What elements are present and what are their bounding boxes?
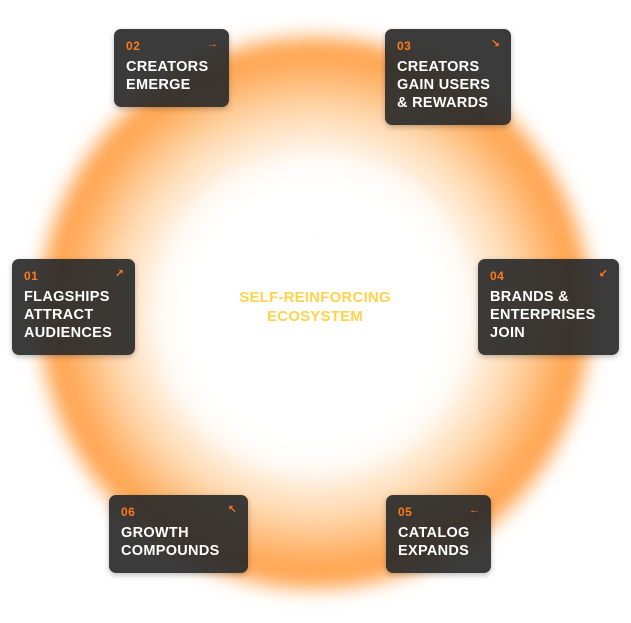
step-label: CREATORS GAIN USERS & REWARDS <box>397 58 499 112</box>
arrow-down-right-icon: ↘ <box>490 38 500 50</box>
white-center-glow <box>150 150 480 480</box>
center-title-line-2: ECOSYSTEM <box>267 308 363 325</box>
step-number: 02 <box>126 39 141 53</box>
step-label-line: GAIN USERS <box>397 77 491 93</box>
step-label-line: JOIN <box>490 325 526 341</box>
step-card-01: 01 ↗ FLAGSHIPS ATTRACT AUDIENCES <box>12 259 135 355</box>
step-number: 06 <box>121 505 136 519</box>
step-number: 05 <box>398 505 413 519</box>
step-label: BRANDS & ENTERPRISES JOIN <box>490 288 607 342</box>
step-label-line: BRANDS & <box>490 289 569 305</box>
step-label-line: AUDIENCES <box>24 325 113 341</box>
arrow-down-left-icon: ↙ <box>598 268 608 280</box>
arrow-right-icon: → <box>207 38 218 50</box>
step-label: GROWTH COMPOUNDS <box>121 524 236 560</box>
step-card-02: 02 → CREATORS EMERGE <box>114 29 229 107</box>
step-number: 04 <box>490 269 505 283</box>
step-label-line: EXPANDS <box>398 543 470 559</box>
step-label: FLAGSHIPS ATTRACT AUDIENCES <box>24 288 123 342</box>
step-label-line: EMERGE <box>126 77 191 93</box>
arrow-up-right-icon: ↗ <box>114 268 124 280</box>
step-card-04: 04 ↙ BRANDS & ENTERPRISES JOIN <box>478 259 619 355</box>
step-label-line: & REWARDS <box>397 95 489 111</box>
step-label-line: CREATORS <box>397 59 480 75</box>
step-label: CREATORS EMERGE <box>126 58 217 94</box>
step-label-line: CREATORS <box>126 59 209 75</box>
center-title: SELF-REINFORCING ECOSYSTEM <box>215 288 415 326</box>
center-title-line-1: SELF-REINFORCING <box>239 289 391 306</box>
step-card-06: 06 ↖ GROWTH COMPOUNDS <box>109 495 248 573</box>
step-label-line: CATALOG <box>398 525 470 541</box>
step-label-line: COMPOUNDS <box>121 543 220 559</box>
step-label-line: ENTERPRISES <box>490 307 596 323</box>
step-label-line: ATTRACT <box>24 307 94 323</box>
step-number: 01 <box>24 269 39 283</box>
step-card-03: 03 ↘ CREATORS GAIN USERS & REWARDS <box>385 29 511 125</box>
step-label-line: GROWTH <box>121 525 189 541</box>
arrow-left-icon: ← <box>469 504 480 516</box>
step-label: CATALOG EXPANDS <box>398 524 479 560</box>
step-label-line: FLAGSHIPS <box>24 289 110 305</box>
step-card-05: 05 ← CATALOG EXPANDS <box>386 495 491 573</box>
step-number: 03 <box>397 39 412 53</box>
arrow-up-left-icon: ↖ <box>227 504 237 516</box>
